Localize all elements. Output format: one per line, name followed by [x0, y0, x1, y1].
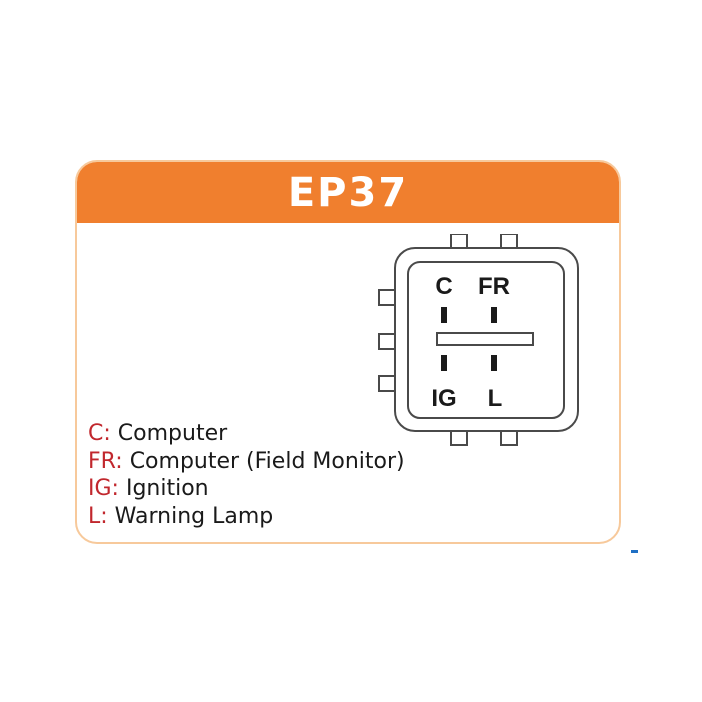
- legend-code: FR:: [88, 448, 123, 474]
- pin-label-fr: FR: [478, 273, 510, 300]
- card-header: EP37: [77, 162, 619, 223]
- legend-item-l: L: Warning Lamp: [88, 503, 405, 531]
- terminals: [441, 307, 497, 371]
- legend-code: IG:: [88, 476, 119, 501]
- connector-key-bar: [436, 332, 534, 346]
- legend-description: Computer (Field Monitor): [129, 448, 405, 474]
- legend-item-ig: IG: Ignition: [88, 475, 405, 503]
- legend-description: Ignition: [125, 476, 209, 501]
- terminal-l: [491, 355, 497, 371]
- part-number-title: EP37: [287, 169, 409, 216]
- pin-label-ig: IG: [431, 385, 456, 412]
- connector-diagram: C FR IG L: [378, 234, 579, 446]
- connector-card: EP37 C FR IG L: [75, 160, 621, 544]
- legend-item-fr: FR: Computer (Field Monitor): [88, 448, 405, 476]
- terminal-fr: [491, 307, 497, 323]
- terminal-c: [441, 307, 447, 323]
- legend-item-c: C: Computer: [88, 420, 405, 448]
- terminal-ig: [441, 355, 447, 371]
- pin-label-c: C: [435, 273, 452, 300]
- pin-label-l: L: [488, 385, 503, 412]
- pin-legend: C: Computer FR: Computer (Field Monitor)…: [88, 420, 405, 530]
- legend-description: Warning Lamp: [114, 503, 274, 529]
- legend-description: Computer: [117, 421, 228, 446]
- legend-code: L:: [88, 503, 108, 529]
- corner-mark: [631, 550, 638, 553]
- legend-code: C:: [88, 421, 111, 446]
